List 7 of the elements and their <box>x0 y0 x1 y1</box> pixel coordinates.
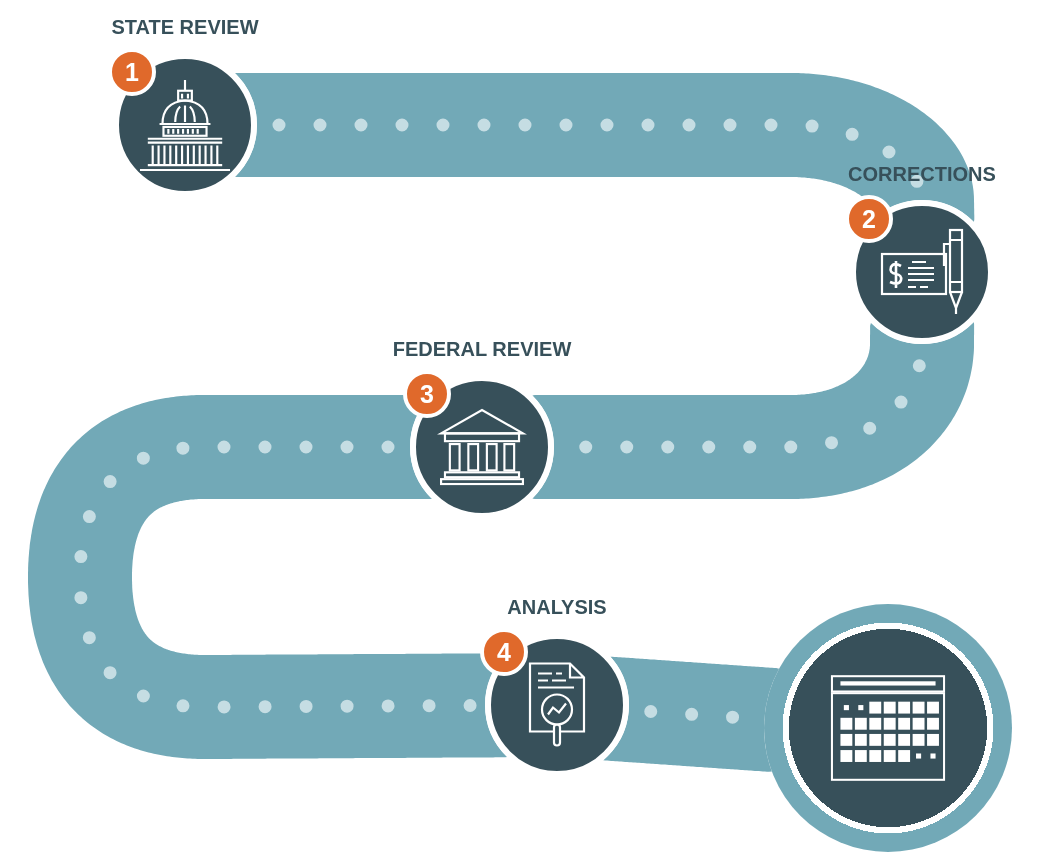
road <box>603 656 780 772</box>
step-title: ANALYSIS <box>507 595 607 619</box>
road <box>234 73 975 223</box>
road <box>28 395 508 759</box>
step-title: FEDERAL REVIEW <box>392 337 572 361</box>
road <box>532 322 975 499</box>
step-title: STATE REVIEW <box>111 15 259 39</box>
